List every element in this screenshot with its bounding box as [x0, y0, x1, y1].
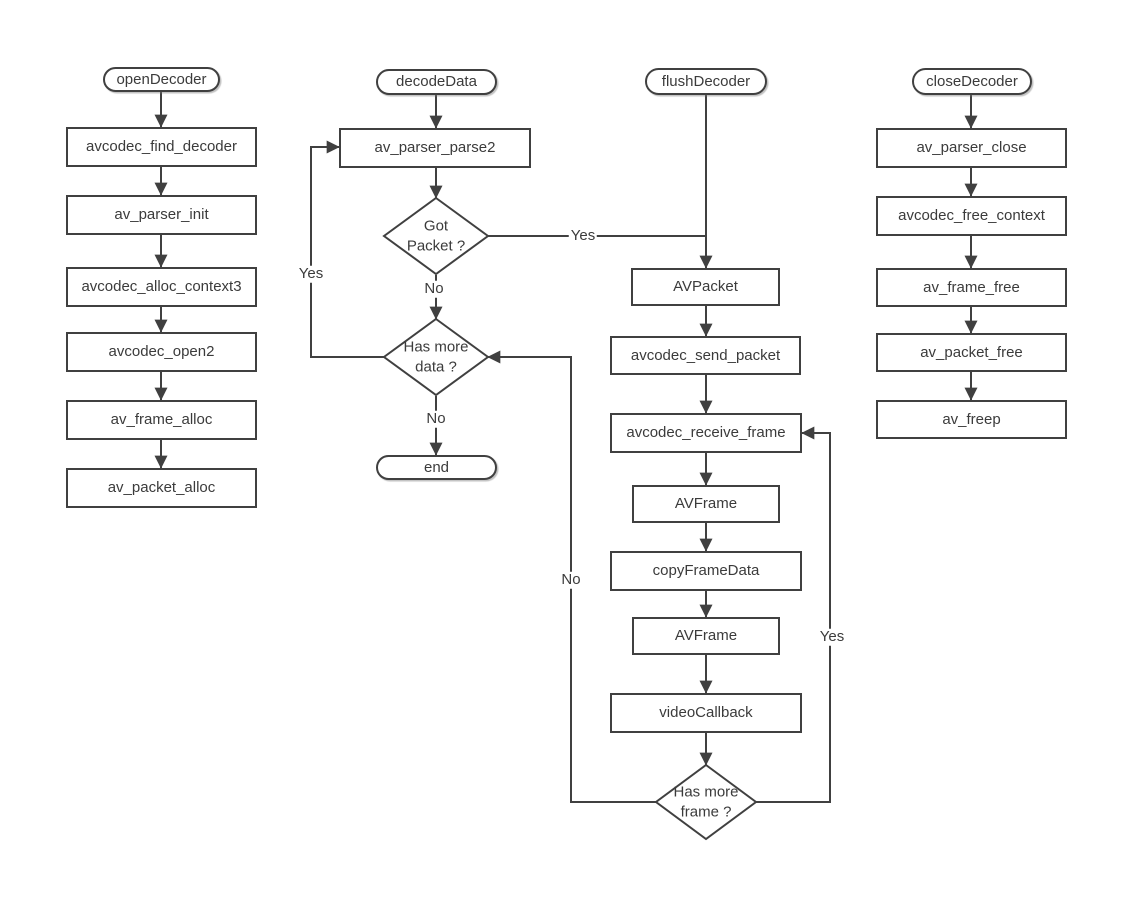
node-close-decoder: closeDecoder [912, 68, 1032, 95]
diamond-has-more-data [382, 317, 490, 397]
node-av-packet-alloc: av_packet_alloc [66, 468, 257, 508]
label-has-more-frame: Has more frame ? [673, 783, 739, 821]
node-av-packet-free: av_packet_free [876, 333, 1067, 372]
edge-label-has-more-frame-no: No [559, 570, 583, 589]
edge-label-has-more-data-no: No [424, 409, 448, 428]
node-av-parser-init: av_parser_init [66, 195, 257, 235]
diamond-got-packet [382, 196, 490, 276]
node-flush-decoder: flushDecoder [645, 68, 767, 95]
node-avcodec-open2: avcodec_open2 [66, 332, 257, 372]
edge-label-got-packet-no: No [422, 279, 446, 298]
edge-label-got-packet-yes: Yes [568, 226, 598, 245]
node-end: end [376, 455, 497, 480]
node-video-callback: videoCallback [610, 693, 802, 733]
node-avcodec-free-context: avcodec_free_context [876, 196, 1067, 236]
node-avcodec-receive-frame: avcodec_receive_frame [610, 413, 802, 453]
node-avcodec-send-packet: avcodec_send_packet [610, 336, 801, 375]
label-has-more-data: Has more data ? [403, 338, 469, 376]
edge-has-more-data-yes-loop [310, 140, 384, 358]
node-open-decoder: openDecoder [103, 67, 220, 92]
edge-has-more-frame-yes-loop [756, 426, 831, 803]
diamond-has-more-frame [654, 763, 758, 841]
node-av-freep: av_freep [876, 400, 1067, 439]
edge-label-has-more-frame-yes: Yes [817, 627, 847, 646]
node-avcodec-find-decoder: avcodec_find_decoder [66, 127, 257, 167]
node-copy-frame-data: copyFrameData [610, 551, 802, 591]
node-av-parser-parse2: av_parser_parse2 [339, 128, 531, 168]
node-avframe-1: AVFrame [632, 485, 780, 523]
edge-label-has-more-data-yes: Yes [296, 264, 326, 283]
node-av-frame-free: av_frame_free [876, 268, 1067, 307]
node-av-parser-close: av_parser_close [876, 128, 1067, 168]
node-avframe-2: AVFrame [632, 617, 780, 655]
node-av-frame-alloc: av_frame_alloc [66, 400, 257, 440]
node-avcodec-alloc-context3: avcodec_alloc_context3 [66, 267, 257, 307]
node-decode-data: decodeData [376, 69, 497, 95]
label-got-packet: Got Packet ? [406, 217, 466, 255]
node-avpacket: AVPacket [631, 268, 780, 306]
